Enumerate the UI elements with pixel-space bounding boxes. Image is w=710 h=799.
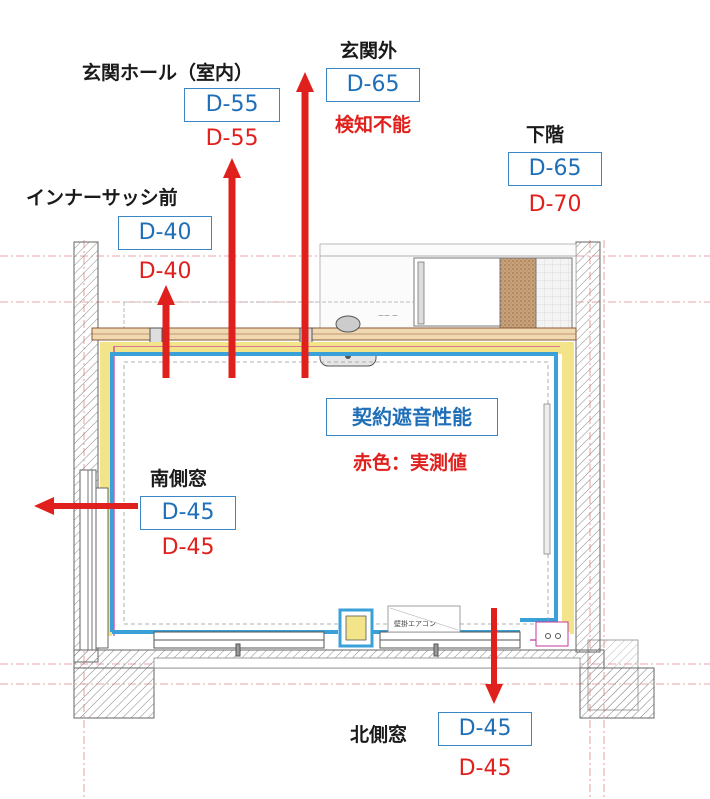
inner-wall-layers — [100, 342, 574, 641]
measured-entrance-hall: D-55 — [205, 126, 259, 151]
top-wall — [91, 315, 577, 367]
arrow-down-icon — [485, 608, 503, 704]
location-label-north-window: 北側窓 — [350, 724, 408, 746]
measured-south-window: D-45 — [161, 535, 215, 560]
location-label-south-window: 南側窓 — [150, 468, 208, 490]
legend-contract-box: 契約遮音性能 — [326, 398, 498, 436]
air-conditioner-unit — [338, 605, 461, 648]
aircon-label: 壁掛エアコン — [394, 620, 436, 628]
measured-north-window: D-45 — [458, 756, 512, 781]
arrow-left-icon — [34, 497, 138, 515]
legend-measured-note: 赤色：実測値 — [352, 452, 468, 474]
svg-text:ーー ー: ーー ー — [378, 313, 398, 320]
right-wall — [575, 241, 601, 653]
exterior-top: ーー ー — [123, 243, 577, 329]
spec-box-entrance-outside: D-65 — [326, 68, 420, 102]
measured-downstairs: D-70 — [528, 192, 582, 217]
spec-box-entrance-hall: D-55 — [184, 88, 280, 122]
spec-box-downstairs: D-65 — [508, 152, 602, 186]
spec-box-north-window: D-45 — [438, 712, 532, 746]
arrow-up-icon — [157, 285, 175, 378]
location-label-entrance-outside: 玄関外 — [340, 40, 398, 62]
location-label-inner-sash: インナーサッシ前 — [26, 187, 178, 209]
spec-box-south-window: D-45 — [140, 496, 236, 530]
spec-box-inner-sash: D-40 — [118, 216, 212, 250]
arrow-up-icon — [223, 158, 241, 378]
location-label-downstairs: 下階 — [526, 124, 565, 146]
arrow-up-icon — [296, 72, 314, 378]
measured-entrance-outside: 検知不能 — [334, 114, 412, 136]
bottom-window-frames — [153, 631, 521, 657]
location-label-entrance-hall: 玄関ホール（室内） — [82, 62, 254, 84]
left-wall — [73, 241, 99, 663]
measured-inner-sash: D-40 — [138, 259, 192, 284]
